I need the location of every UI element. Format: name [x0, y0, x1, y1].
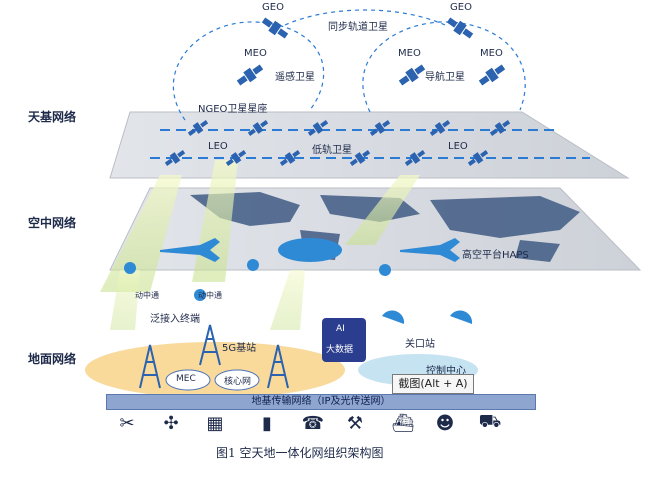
beam-3: [345, 175, 420, 245]
label-ngeo: NGEO卫星星座: [198, 104, 268, 115]
crane-icon: ⚒: [346, 412, 364, 434]
label-dongzhongtong-2: 动中通: [198, 291, 222, 300]
label-control-center: 控制中心: [426, 366, 466, 377]
satellite-leo-11-icon: [404, 150, 426, 166]
ai-bigdata-box: AI 大数据: [322, 318, 366, 362]
worker-icon: ☻: [435, 412, 455, 434]
satellite-leo-12-icon: [467, 150, 489, 166]
label-leo-left: LEO: [208, 141, 228, 152]
tools-icon: ✂: [119, 412, 135, 434]
airship-haps-icon: [278, 238, 342, 262]
gateway-dish-icons: [382, 310, 473, 324]
orbit-loop-right: [362, 21, 526, 113]
tower-mid: [199, 324, 221, 366]
figure-caption: 图1 空天地一体化网组织架构图: [216, 446, 384, 460]
layer-label-air: 空中网络: [28, 216, 77, 230]
satellite-leo-1-icon: [187, 120, 209, 136]
label-dongzhongtong-1: 动中通: [135, 291, 159, 300]
airplane-left-icon: [160, 238, 220, 262]
satellite-leo-3-icon: [307, 120, 329, 136]
tower-right: [267, 344, 289, 389]
satellite-leo-2-icon: [247, 120, 269, 136]
beam-1: [100, 175, 182, 292]
beam-4: [270, 270, 305, 330]
label-sync-orbit: 同步轨道卫星: [328, 22, 388, 33]
satellite-leo-7-icon: [164, 150, 186, 166]
ground-network-ellipse: [85, 342, 345, 398]
phone-signal-icon: ☎: [301, 412, 325, 434]
satellite-leo-6-icon: [489, 120, 511, 136]
mec-cloud: [165, 369, 211, 391]
satellite-leo-8-icon: [225, 150, 247, 166]
satellite-meo-mid-icon: [398, 64, 426, 86]
map-icon: ▦: [206, 412, 224, 434]
geo-link-curve: [284, 9, 446, 26]
label-5g-base-station: 5G基站: [222, 343, 257, 354]
ground-transport-bar: 地基传输网络（IP及光传送网）: [106, 394, 536, 410]
satellite-leo-10-icon: [349, 150, 371, 166]
satellite-leo-4-icon: [369, 120, 391, 136]
label-gateway: 关口站: [405, 339, 435, 350]
vehicle-icon: ⛟: [478, 411, 502, 432]
label-haps: 高空平台HAPS: [462, 250, 529, 261]
world-map-silhouette: [190, 192, 580, 262]
space-layer-plane: [109, 111, 630, 179]
traffic-light-icon: ▮: [262, 412, 272, 434]
label-leo-right: LEO: [448, 141, 468, 152]
airplane-right-icon: [400, 238, 460, 262]
label-navigation: 导航卫星: [425, 72, 465, 83]
satellite-meo-right-icon: [478, 64, 506, 86]
label-meo-left: MEO: [244, 48, 267, 59]
label-mec: MEC: [176, 374, 196, 384]
label-core-net: 核心网: [224, 377, 252, 387]
satellite-geo-right-icon: [446, 17, 474, 39]
core-net-cloud: [214, 369, 260, 391]
label-access-terminal: 泛接入终端: [150, 314, 200, 325]
drone-icons: [124, 259, 391, 301]
label-ai: AI: [336, 324, 345, 334]
label-remote-sensing: 遥感卫星: [275, 72, 315, 83]
satellite-geo-left-icon: [261, 17, 289, 39]
label-big-data: 大数据: [326, 345, 354, 355]
compass-icon: ✣: [163, 412, 179, 434]
screenshot-tooltip: 截图(Alt + A): [392, 374, 474, 394]
label-geo-right: GEO: [450, 2, 472, 13]
satellite-leo-5-icon: [429, 120, 451, 136]
layer-label-ground: 地面网络: [28, 352, 77, 366]
layer-label-space: 天基网络: [28, 110, 77, 124]
label-geo-left: GEO: [262, 2, 284, 13]
beam-5: [110, 270, 140, 330]
label-meo-right: MEO: [480, 48, 503, 59]
ship-icon: ⛴: [391, 412, 415, 434]
tower-left: [139, 344, 161, 389]
satellite-leo-9-icon: [279, 150, 301, 166]
label-low-orbit: 低轨卫星: [312, 145, 352, 156]
satellite-meo-left-icon: [236, 64, 264, 86]
label-meo-mid: MEO: [398, 48, 421, 59]
